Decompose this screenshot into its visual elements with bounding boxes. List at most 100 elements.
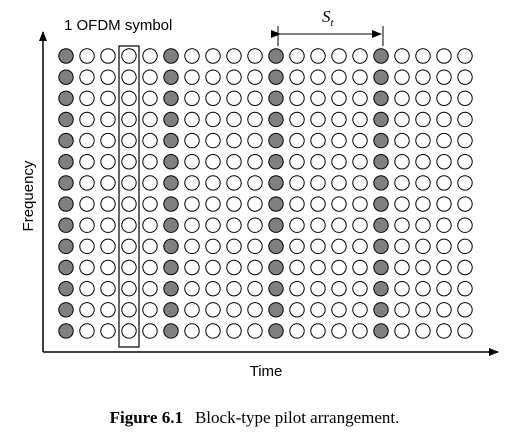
data-subcarrier — [79, 280, 95, 297]
data-subcarrier — [331, 154, 347, 170]
data-subcarrier — [184, 217, 200, 233]
data-subcarrier — [415, 111, 431, 128]
pilot-subcarrier — [373, 217, 389, 233]
data-subcarrier — [394, 280, 410, 297]
data-subcarrier — [121, 154, 137, 170]
data-subcarrier — [394, 132, 410, 149]
data-subcarrier — [205, 132, 221, 149]
data-subcarrier — [184, 90, 200, 107]
data-subcarrier — [394, 302, 410, 318]
data-subcarrier — [289, 111, 305, 128]
data-subcarrier — [226, 69, 242, 85]
data-subcarrier — [100, 111, 116, 128]
data-subcarrier — [184, 175, 200, 191]
data-subcarrier — [226, 259, 242, 276]
pilot-subcarrier — [268, 175, 284, 191]
data-subcarrier — [100, 323, 116, 339]
data-subcarrier — [205, 196, 221, 212]
data-subcarrier — [352, 259, 368, 276]
data-subcarrier — [121, 175, 137, 191]
data-subcarrier — [436, 154, 452, 170]
data-subcarrier — [247, 48, 263, 64]
pilot-subcarrier — [268, 259, 284, 276]
pilot-subcarrier — [268, 196, 284, 212]
y-axis-label: Frequency — [20, 160, 37, 231]
data-subcarrier — [100, 259, 116, 276]
data-subcarrier — [247, 259, 263, 276]
data-subcarrier — [331, 175, 347, 191]
data-subcarrier — [331, 69, 347, 85]
pilot-subcarrier — [58, 259, 74, 276]
data-subcarrier — [415, 154, 431, 170]
data-subcarrier — [142, 132, 158, 149]
data-subcarrier — [394, 196, 410, 212]
data-subcarrier — [415, 323, 431, 339]
data-subcarrier — [205, 154, 221, 170]
figure-number: Figure 6.1 — [109, 408, 183, 427]
data-subcarrier — [436, 69, 452, 85]
data-subcarrier — [415, 90, 431, 107]
data-subcarrier — [289, 196, 305, 212]
pilot-subcarrier — [373, 196, 389, 212]
data-subcarrier — [79, 302, 95, 318]
data-subcarrier — [352, 280, 368, 297]
pilot-subcarrier — [58, 132, 74, 149]
pilot-subcarrier — [58, 280, 74, 297]
pilot-subcarrier — [373, 154, 389, 170]
data-subcarrier — [436, 323, 452, 339]
data-subcarrier — [331, 111, 347, 128]
data-subcarrier — [226, 238, 242, 255]
data-subcarrier — [331, 323, 347, 339]
data-subcarrier — [121, 196, 137, 212]
pilot-subcarrier — [373, 69, 389, 85]
data-subcarrier — [394, 175, 410, 191]
data-subcarrier — [457, 154, 473, 170]
pilot-subcarrier — [163, 302, 179, 318]
pilot-subcarrier — [163, 259, 179, 276]
data-subcarrier — [289, 259, 305, 276]
data-subcarrier — [394, 238, 410, 255]
data-subcarrier — [142, 259, 158, 276]
data-subcarrier — [289, 48, 305, 64]
data-subcarrier — [226, 217, 242, 233]
pilot-subcarrier — [373, 280, 389, 297]
data-subcarrier — [457, 69, 473, 85]
data-subcarrier — [289, 238, 305, 255]
data-subcarrier — [205, 323, 221, 339]
data-subcarrier — [121, 280, 137, 297]
data-subcarrier — [331, 90, 347, 107]
data-subcarrier — [100, 302, 116, 318]
data-subcarrier — [415, 69, 431, 85]
data-subcarrier — [457, 259, 473, 276]
pilot-subcarrier — [163, 238, 179, 255]
data-subcarrier — [184, 238, 200, 255]
data-subcarrier — [247, 175, 263, 191]
pilot-subcarrier — [163, 48, 179, 64]
data-subcarrier — [331, 217, 347, 233]
data-subcarrier — [352, 154, 368, 170]
data-subcarrier — [331, 48, 347, 64]
data-subcarrier — [121, 69, 137, 85]
data-subcarrier — [289, 132, 305, 149]
data-subcarrier — [226, 48, 242, 64]
pilot-subcarrier — [58, 69, 74, 85]
pilot-subcarrier — [268, 111, 284, 128]
data-subcarrier — [310, 154, 326, 170]
data-subcarrier — [121, 302, 137, 318]
pilot-subcarrier — [163, 280, 179, 297]
data-subcarrier — [394, 217, 410, 233]
data-subcarrier — [289, 302, 305, 318]
data-subcarrier — [415, 175, 431, 191]
data-subcarrier — [436, 259, 452, 276]
data-subcarrier — [205, 90, 221, 107]
data-subcarrier — [457, 217, 473, 233]
pilot-subcarrier — [58, 175, 74, 191]
pilot-subcarrier — [163, 90, 179, 107]
data-subcarrier — [100, 238, 116, 255]
data-subcarrier — [457, 48, 473, 64]
data-subcarrier — [457, 323, 473, 339]
data-subcarrier — [247, 323, 263, 339]
data-subcarrier — [331, 302, 347, 318]
data-subcarrier — [121, 132, 137, 149]
